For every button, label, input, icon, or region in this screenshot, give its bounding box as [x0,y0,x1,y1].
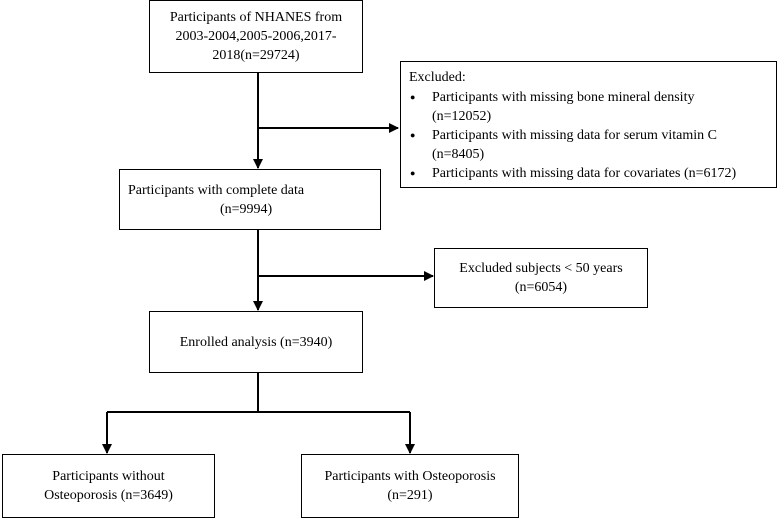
excluded-item-text: Participants with missing bone mineral d… [432,90,695,105]
excluded-item: Participants with missing bone mineral d… [409,88,770,126]
excluded-item: Participants with missing data for covar… [409,164,770,183]
box-text-line: Participants of NHANES from [169,10,343,25]
box-text-line: (n=6054) [514,280,568,295]
box-text-line: Participants with complete data [128,182,305,198]
box-text-line: Osteoporosis (n=3649) [44,488,173,503]
excluded-item-text: Participants with missing data for covar… [432,166,737,181]
excluded-list: Participants with missing bone mineral d… [409,88,770,183]
box-text-line: Excluded subjects < 50 years [459,261,623,276]
box-without-osteoporosis: Participants without Osteoporosis (n=364… [2,454,215,518]
box-text-line: (n=291) [387,488,433,503]
box-complete-data: Participants with complete data (n=9994) [119,169,381,230]
box-text-line: 2003-2004,2005-2006,2017- [175,29,337,44]
excluded-item-text: Participants with missing data for serum… [432,128,718,143]
box-text-line: Participants with Osteoporosis [324,469,496,484]
excluded-item-text: (n=12052) [432,109,492,124]
box-text-line: 2018(n=29724) [212,48,300,63]
box-text-line: (n=9994) [220,201,273,217]
box-text-line: Participants without [52,469,165,484]
box-nhanes-participants: Participants of NHANES from 2003-2004,20… [149,0,363,73]
excluded-title: Excluded: [409,70,466,85]
box-text-line: Enrolled analysis (n=3940) [179,334,333,350]
box-excluded-missing-data: Excluded: Participants with missing bone… [400,61,777,188]
box-enrolled-analysis: Enrolled analysis (n=3940) [149,311,363,373]
box-excluded-age: Excluded subjects < 50 years (n=6054) [434,248,648,308]
excluded-item: Participants with missing data for serum… [409,126,770,164]
excluded-item-text: (n=8405) [432,147,485,162]
box-with-osteoporosis: Participants with Osteoporosis (n=291) [301,454,519,518]
